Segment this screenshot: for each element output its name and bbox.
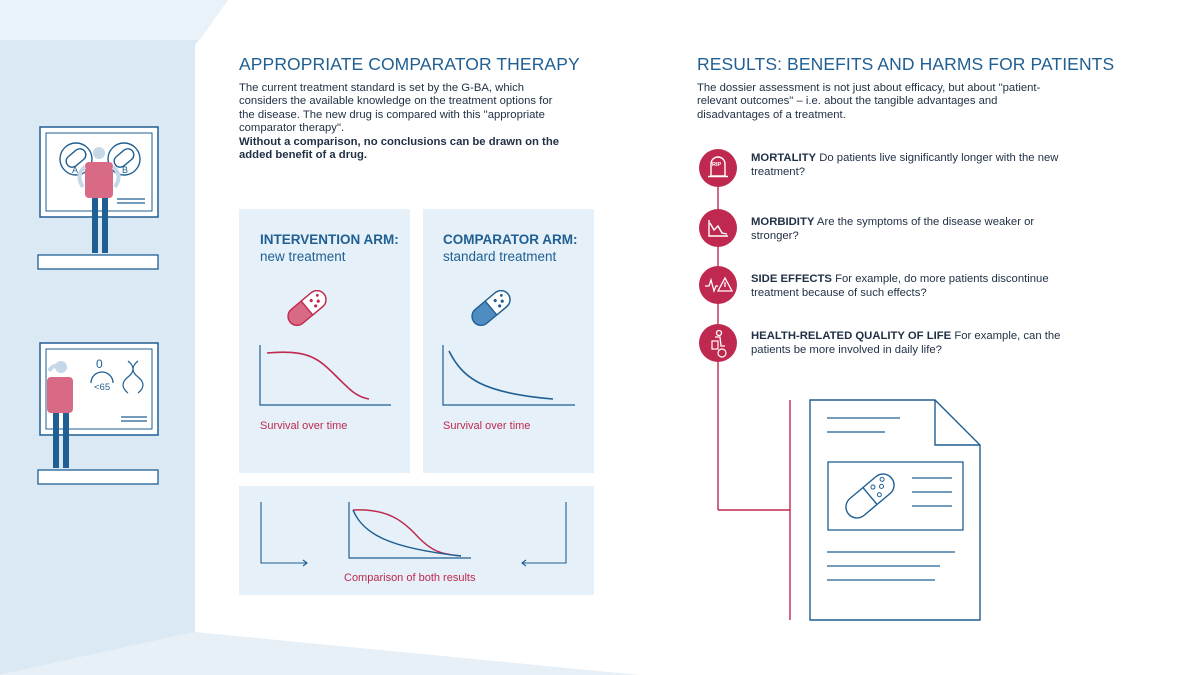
blue-pill-icon — [471, 289, 511, 327]
mortality-title: MORTALITY — [751, 152, 817, 164]
results-paragraph: The dossier assessment is not just about… — [697, 82, 1041, 121]
intervention-panel: INTERVENTION ARM: new treatment Survival… — [239, 209, 410, 473]
comparator-caption: Survival over time — [443, 420, 531, 432]
screen-age: <65 — [94, 382, 111, 393]
gravestone-label: RIP — [712, 162, 722, 168]
comparison-caption: Comparison of both results — [344, 572, 476, 584]
screen-bottom — [37, 342, 159, 485]
quality-of-life-text: For example, can the patients be more in… — [751, 330, 1061, 356]
intervention-curve — [266, 351, 370, 400]
results-connector-and-document — [717, 160, 981, 621]
intervention-subtitle: new treatment — [260, 249, 346, 264]
side-effects-title: SIDE EFFECTS — [751, 273, 832, 285]
declining-chart-icon — [699, 209, 737, 247]
red-pill-icon — [287, 289, 327, 327]
intervention-title: INTERVENTION ARM: — [260, 232, 399, 247]
result-quality-of-life: HEALTH-RELATED QUALITY OF LIFE For examp… — [751, 330, 1081, 357]
mortality-text: Do patients live significantly longer wi… — [751, 152, 1059, 178]
intervention-chart — [259, 289, 391, 406]
warning-pulse-icon — [699, 266, 737, 304]
person-chair-icon — [699, 324, 737, 362]
result-side-effects: SIDE EFFECTS For example, do more patien… — [751, 273, 1081, 300]
comparator-bold-text: Without a comparison, no conclusions can… — [239, 135, 560, 162]
comparator-subtitle: standard treatment — [443, 249, 557, 264]
screen-top — [37, 126, 159, 270]
comparison-red-curve — [352, 509, 462, 557]
screen-zero: 0 — [96, 357, 103, 371]
pill-label-a: A — [72, 165, 79, 175]
morbidity-text: Are the symptoms of the disease weaker o… — [751, 216, 1035, 242]
document-icon — [809, 399, 981, 621]
result-mortality: MORTALITY Do patients live significantly… — [751, 152, 1081, 179]
comparator-curve — [448, 350, 554, 400]
morbidity-title: MORBIDITY — [751, 216, 815, 228]
comparison-panel: Comparison of both results — [239, 486, 594, 595]
comparator-title: COMPARATOR ARM: — [443, 232, 578, 247]
comparator-text: The current treatment standard is set by… — [239, 82, 553, 135]
clinician-figures — [37, 126, 159, 485]
comparator-heading: APPROPRIATE COMPARATOR THERAPY — [239, 54, 580, 74]
comparator-chart — [442, 289, 575, 406]
side-effects-text: For example, do more patients discontinu… — [751, 273, 1049, 299]
pill-label-b: B — [122, 165, 129, 175]
comparison-blue-curve — [352, 509, 462, 557]
intervention-caption: Survival over time — [260, 420, 348, 432]
result-morbidity: MORBIDITY Are the symptoms of the diseas… — [751, 216, 1081, 243]
comparator-panel: COMPARATOR ARM: standard treatment Survi… — [423, 209, 594, 473]
gravestone-icon: RIP — [699, 149, 737, 187]
quality-of-life-title: HEALTH-RELATED QUALITY OF LIFE — [751, 330, 952, 342]
results-heading: RESULTS: BENEFITS AND HARMS FOR PATIENTS — [697, 54, 1115, 74]
comparator-paragraph: The current treatment standard is set by… — [239, 82, 569, 162]
comparison-chart — [260, 502, 567, 567]
